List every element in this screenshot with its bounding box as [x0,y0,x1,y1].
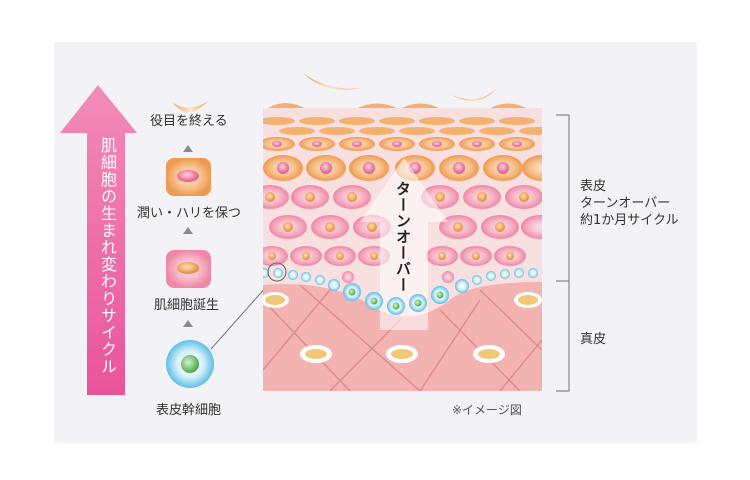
turnover-arrow-label: ターンオーバー [394,181,412,293]
stage-label-stem-cell: 表皮幹細胞 [156,403,222,418]
epidermis-cycle-label: 約1か月サイクル [580,213,679,228]
dermis-label: 真皮 [580,332,607,347]
image-note: ※イメージ図 [452,403,522,417]
epidermis-label: 表皮 [580,179,607,194]
stage-label-finished: 役目を終える [150,114,228,129]
stage-label-birth: 肌細胞誕生 [154,298,220,313]
stage-label-moisture: 潤い・ハリを保つ [137,206,242,221]
cycle-arrow-label: 肌細胞の生まれ変わりサイクル [98,137,117,375]
epidermis-turnover-label: ターンオーバー [580,196,671,211]
